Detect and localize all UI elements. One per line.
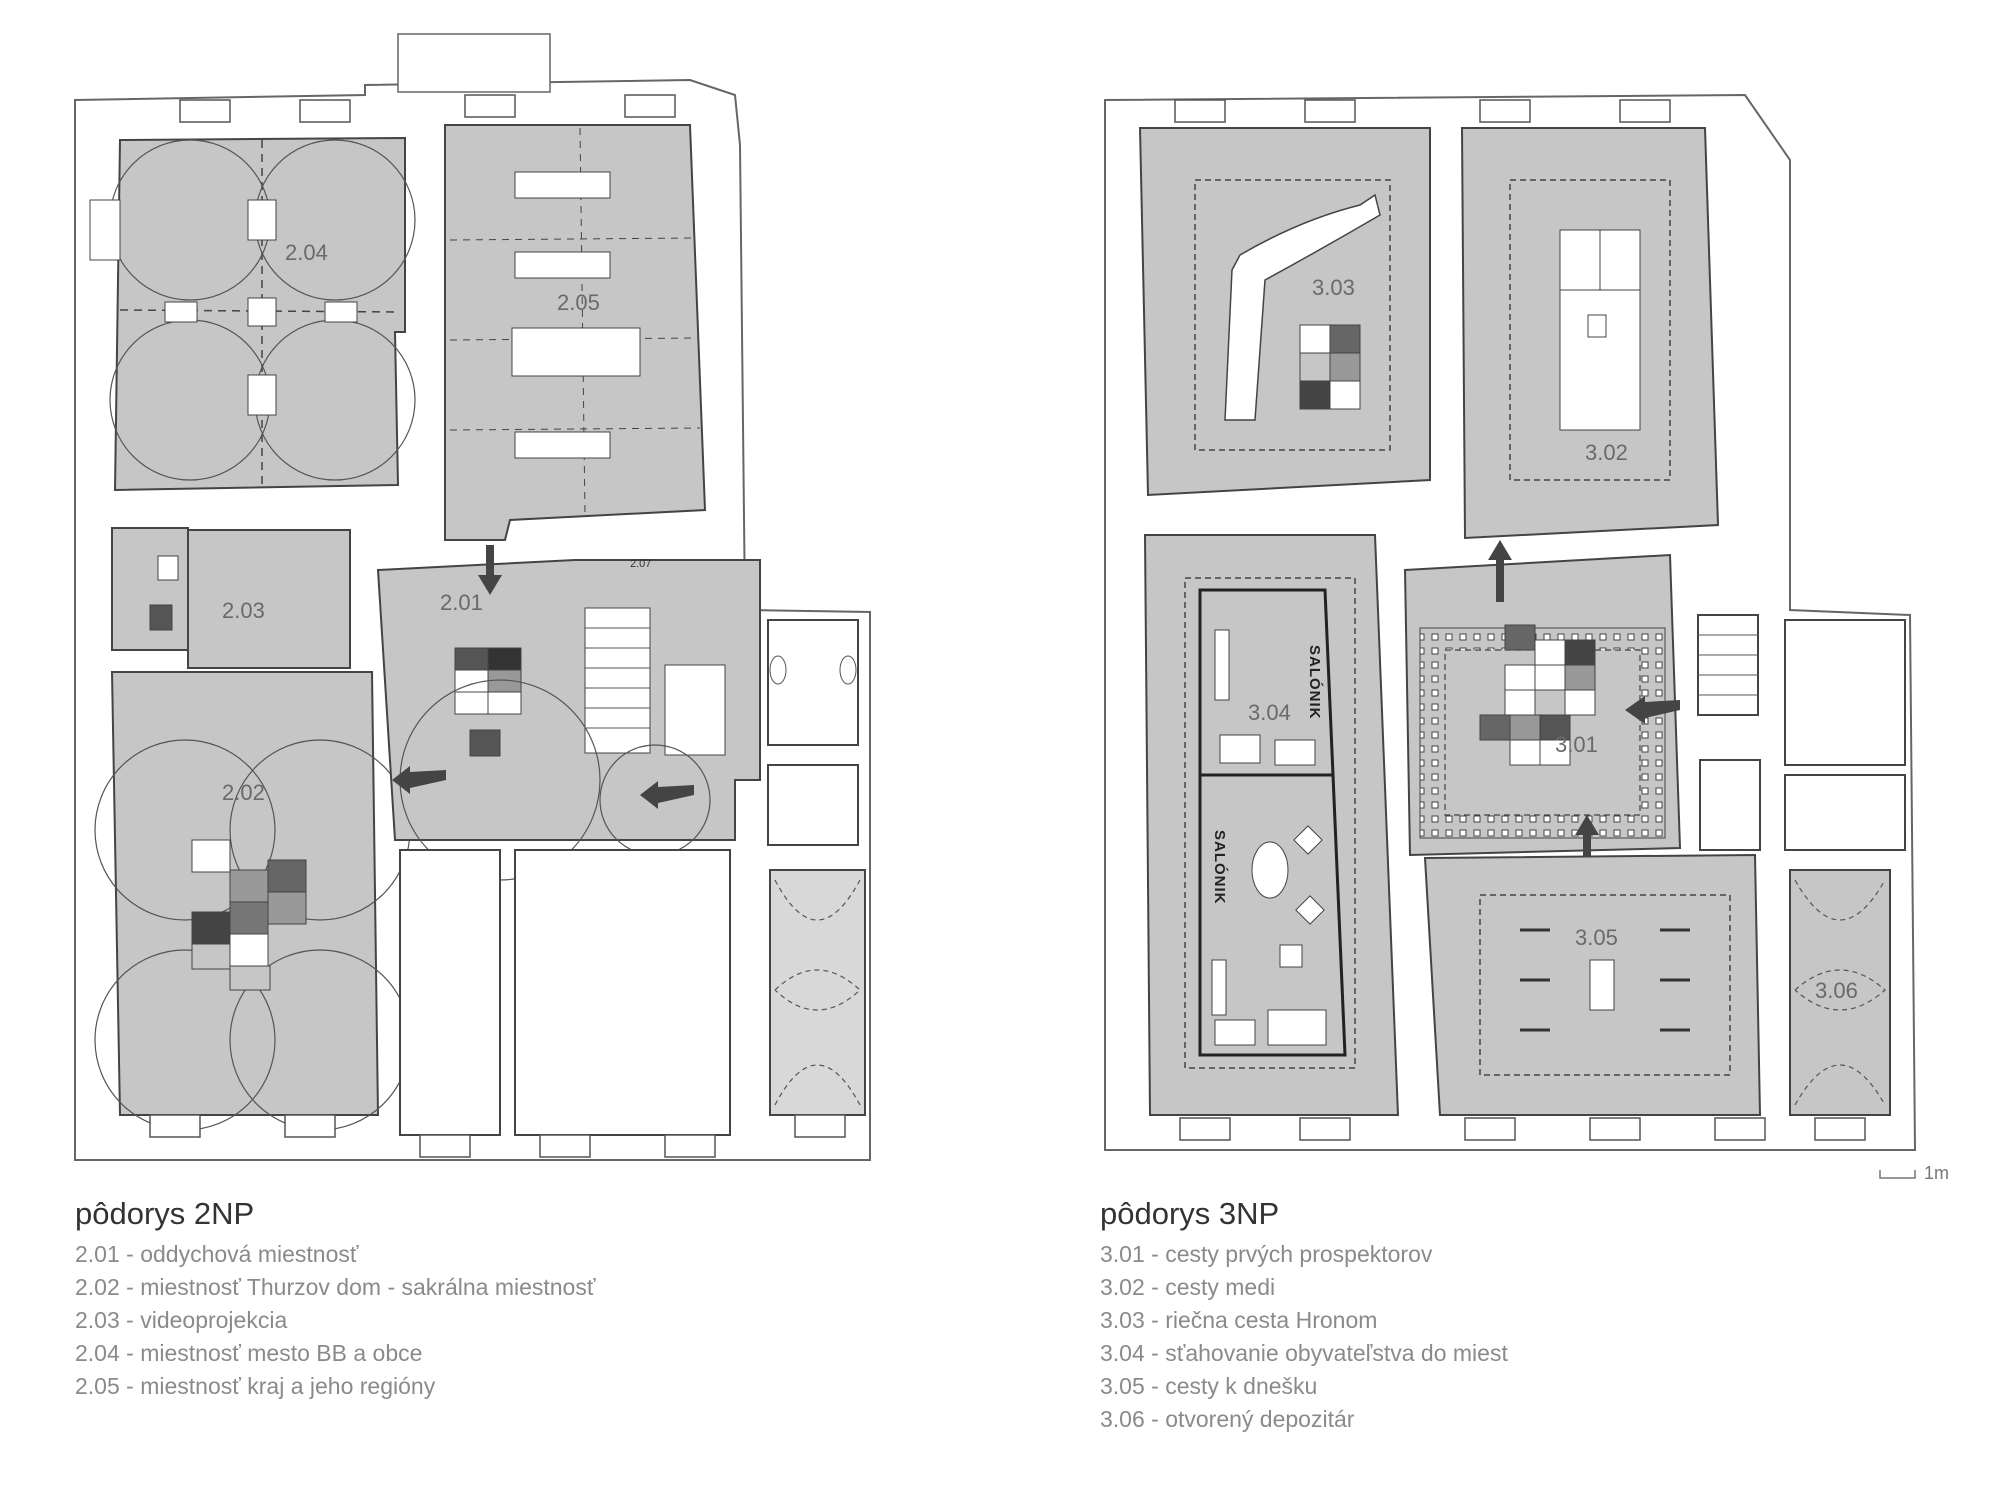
legend-item: 3.04 - sťahovanie obyvateľstva do miest	[1100, 1340, 1508, 1366]
legend-item: 2.01 - oddychová miestnosť	[75, 1241, 359, 1267]
room-label-3-04: 3.04	[1248, 700, 1291, 725]
salonik-label-upper: SALÓNIK	[1306, 645, 1324, 720]
room-label-2-03: 2.03	[222, 598, 265, 623]
windows-top-3np	[1174, 99, 1671, 123]
salonik-label-lower: SALÓNIK	[1211, 830, 1229, 905]
plan-3np: 3.03 3.02 SALÓNI	[1104, 93, 1917, 1151]
floor-plans: 2.04 2.05 2.03	[74, 33, 1949, 1183]
room-label-3-03: 3.03	[1312, 275, 1355, 300]
room-label-3-05: 3.05	[1575, 925, 1618, 950]
room-lower-left-2np	[399, 849, 501, 1136]
room-2-04: 2.04	[89, 136, 416, 492]
room-2-02: 2.02	[94, 671, 411, 1131]
scale-bar: 1m	[1879, 1163, 1949, 1183]
legend-item: 2.05 - miestnosť kraj a jeho regióny	[75, 1373, 436, 1399]
legend-item: 3.02 - cesty medi	[1100, 1274, 1276, 1300]
room-label-2-02: 2.02	[222, 780, 265, 805]
windows-bottom-2np	[149, 1114, 846, 1158]
plan-title-2np: pôdorys 2NP	[75, 1196, 255, 1231]
legend-item: 3.06 - otvorený depozitár	[1100, 1406, 1355, 1432]
room-2-05: 2.05	[444, 124, 707, 541]
room-3-05: 3.05	[1423, 853, 1762, 1116]
room-label-3-06: 3.06	[1815, 978, 1858, 1003]
room-lower-mid-2np	[514, 849, 731, 1136]
legend-item: 2.04 - miestnosť mesto BB a obce	[75, 1340, 423, 1366]
room-3-04: SALÓNIK SALÓNIK 3.04	[1143, 534, 1400, 1116]
room-label-2-04: 2.04	[285, 240, 328, 265]
legend-item: 3.05 - cesty k dnešku	[1100, 1373, 1318, 1399]
room-vault-2np	[769, 869, 866, 1116]
room-2-03: 2.03	[111, 527, 351, 669]
room-label-2-07: 2.07	[630, 558, 651, 570]
room-2-01: 2.01 2.07	[376, 545, 761, 881]
legend-item: 2.03 - videoprojekcia	[75, 1307, 288, 1333]
room-label-2-05: 2.05	[557, 290, 600, 315]
legend-2np: pôdorys 2NP 2.01 - oddychová miestnosť 2…	[75, 1196, 875, 1403]
legend-list-2np: 2.01 - oddychová miestnosť 2.02 - miestn…	[75, 1238, 875, 1403]
balcony	[397, 33, 551, 93]
room-3-03: 3.03	[1138, 127, 1431, 497]
legend-item: 3.03 - riečna cesta Hronom	[1100, 1307, 1378, 1333]
room-label-3-02: 3.02	[1585, 440, 1628, 465]
scale-label: 1m	[1924, 1163, 1949, 1183]
windows-top-2np	[179, 94, 676, 123]
plan-title-3np: pôdorys 3NP	[1100, 1196, 1280, 1231]
legend-item: 2.02 - miestnosť Thurzov dom - sakrálna …	[75, 1274, 596, 1300]
room-3-02: 3.02	[1460, 127, 1720, 540]
toilets-3np	[1697, 614, 1906, 851]
room-3-01: 3.01	[1403, 540, 1682, 875]
plan-2np: 2.04 2.05 2.03	[74, 33, 871, 1161]
legend-list-3np: 3.01 - cesty prvých prospektorov 3.02 - …	[1100, 1238, 1900, 1436]
legend-3np: pôdorys 3NP 3.01 - cesty prvých prospekt…	[1100, 1196, 1900, 1436]
room-3-06: 3.06	[1789, 869, 1891, 1116]
toilets-2np	[767, 619, 859, 846]
windows-bottom-3np	[1179, 1117, 1866, 1141]
room-label-3-01: 3.01	[1555, 732, 1598, 757]
legend-item: 3.01 - cesty prvých prospektorov	[1100, 1241, 1433, 1267]
room-label-2-01: 2.01	[440, 590, 483, 615]
